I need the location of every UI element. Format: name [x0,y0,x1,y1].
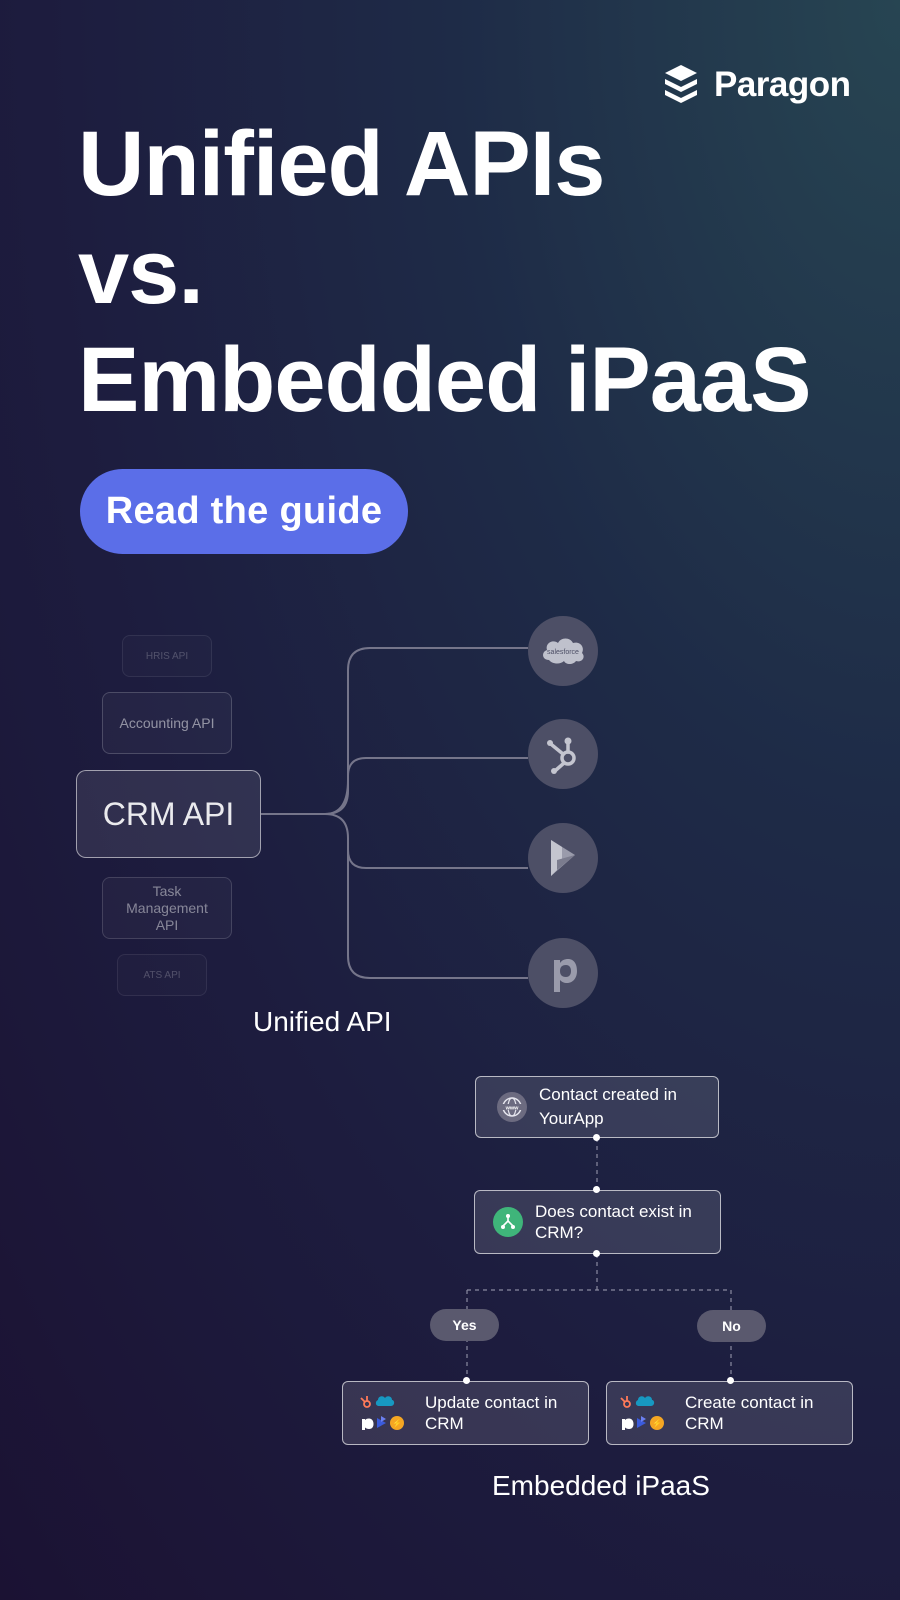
salesforce-icon: salesforce [543,638,584,664]
title-line-1: Unified APIs [78,113,605,215]
pipedrive-logo [528,938,598,1008]
svg-text:⚡: ⚡ [652,1418,662,1428]
hubspot-logo [528,719,598,789]
page-title: Unified APIs vs. Embedded iPaaS [78,110,811,434]
brand-name: Paragon [714,65,851,104]
create-contact-label: Create contact in CRM [685,1393,814,1433]
microsoft-dynamics-icon [551,840,575,876]
connector-dot [593,1186,600,1193]
hubspot-icon [547,737,576,774]
embedded-ipaas-label: Embedded iPaaS [492,1470,710,1501]
connector-dot [727,1377,734,1384]
ats-api-box: ATS API [117,954,207,996]
layered-stack-icon [665,65,697,103]
dynamics-logo [528,823,598,893]
task-management-api-box: Task Management API [102,877,232,939]
title-line-2: vs. [78,221,204,323]
hris-api-box: HRIS API [122,635,212,677]
salesforce-text: salesforce [547,649,579,656]
title-line-3: Embedded iPaaS [78,329,811,431]
crm-api-box: CRM API [76,770,261,858]
connector-dot [463,1377,470,1384]
globe-www-icon: www [497,1092,527,1122]
svg-text:⚡: ⚡ [392,1418,402,1428]
condition-card[interactable]: Does contact exist in CRM? [474,1190,721,1254]
condition-label: Does contact exist in CRM? [535,1202,692,1242]
trigger-label: Contact created in YourApp [539,1085,677,1128]
update-contact-label: Update contact in CRM [425,1393,558,1433]
crm-icon-cluster: ⚡ [619,1394,671,1432]
trigger-card[interactable]: www Contact created in YourApp [475,1076,719,1138]
branch-yes-pill: Yes [430,1309,499,1341]
svg-text:www: www [505,1105,520,1111]
connector-dot [593,1134,600,1141]
paragon-logo[interactable]: Paragon [664,64,851,106]
branch-icon [493,1207,523,1237]
create-contact-card[interactable]: ⚡ Create contact in CRM [606,1381,853,1445]
pipedrive-icon [554,959,577,992]
crm-icon-cluster: ⚡ [359,1394,411,1432]
accounting-api-box: Accounting API [102,692,232,754]
connector-dot [593,1250,600,1257]
unified-api-label: Unified API [253,1006,392,1037]
salesforce-logo: salesforce [528,616,598,686]
update-contact-card[interactable]: ⚡ Update contact in CRM [342,1381,589,1445]
read-guide-button[interactable]: Read the guide [80,469,408,554]
branch-no-pill: No [697,1310,766,1342]
